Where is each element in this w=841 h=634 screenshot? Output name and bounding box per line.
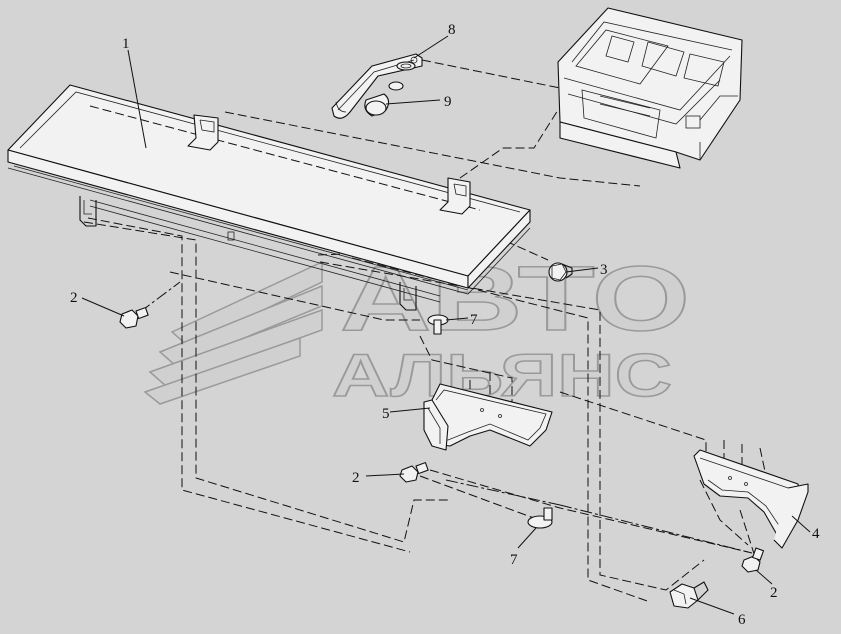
callout-4: 4 <box>812 526 820 542</box>
callout-6: 6 <box>738 612 746 628</box>
bolt-part-2-middle <box>399 462 429 483</box>
callout-7-upper: 7 <box>470 312 478 328</box>
shelf-bracket-under-right <box>399 282 417 311</box>
clip-part-7-lower <box>527 507 553 529</box>
plug-part-9 <box>364 61 416 117</box>
shelf-bracket-right <box>439 177 471 215</box>
callout-2-left: 2 <box>70 290 78 306</box>
watermark-logo <box>143 260 323 405</box>
callout-5: 5 <box>382 406 390 422</box>
callout-1: 1 <box>122 36 130 52</box>
callout-9: 9 <box>444 94 452 110</box>
callout-8: 8 <box>448 22 456 38</box>
callout-7-lower: 7 <box>510 552 518 568</box>
bolt-part-2-right <box>741 547 765 573</box>
shield-part-4 <box>693 449 809 549</box>
shield-part-5 <box>423 383 553 451</box>
bolt-part-2-left <box>119 307 149 329</box>
shelf-bracket-left <box>187 114 219 151</box>
cab-rear-panel <box>557 7 743 169</box>
shelf-bracket-under-left <box>79 196 97 227</box>
callout-leaders <box>81 35 811 615</box>
callout-2-right: 2 <box>770 585 778 601</box>
shelf-part-1 <box>7 84 531 303</box>
bolt-part-6 <box>669 581 709 609</box>
callout-2-middle: 2 <box>352 470 360 486</box>
callout-3: 3 <box>600 262 608 278</box>
